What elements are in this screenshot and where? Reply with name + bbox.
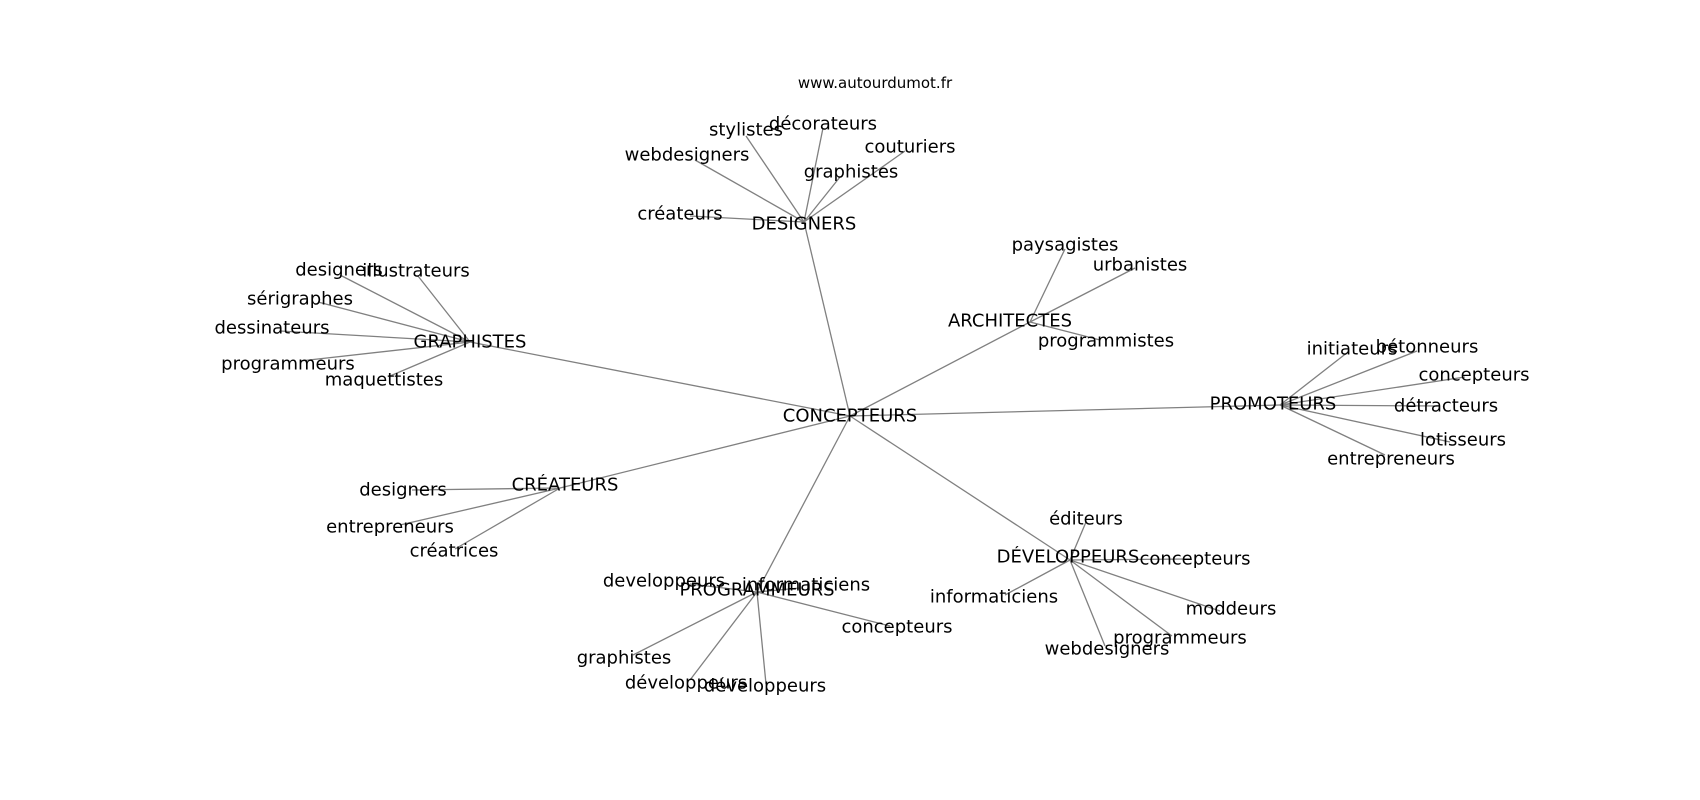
leaf-node-promoteurs-detracteurs[interactable]: détracteurs	[1394, 396, 1498, 417]
edge-programmeurs-developpeurs-1	[689, 583, 758, 593]
leaf-node-promoteurs-betonneurs[interactable]: bétonneurs	[1376, 337, 1479, 358]
edge-graphistes-designers	[339, 274, 471, 343]
leaf-node-createurs-designers[interactable]: designers	[359, 480, 447, 501]
leaf-node-developpeurs-moddeurs[interactable]: moddeurs	[1186, 599, 1277, 620]
leaf-node-graphistes-serigraphes[interactable]: sérigraphes	[247, 289, 353, 310]
edge-programmeurs-concepteurs	[756, 591, 891, 627]
leaf-node-developpeurs-webdesigners[interactable]: webdesigners	[1045, 639, 1170, 660]
edge-createurs-creatrices	[454, 487, 561, 550]
leaf-node-graphistes-programmeurs[interactable]: programmeurs	[221, 354, 355, 375]
cluster-node-designers[interactable]: DESIGNERS	[752, 214, 857, 235]
leaf-node-designers-createurs[interactable]: créateurs	[637, 204, 722, 225]
edge-promoteurs-detracteurs	[1279, 404, 1441, 407]
edge-graphistes-maquettistes	[389, 341, 471, 377]
edge-promoteurs-entrepreneurs	[1279, 404, 1386, 456]
leaf-node-programmeurs-developpeurs-3[interactable]: développeurs	[704, 676, 826, 697]
edge-center-architectes	[849, 321, 1031, 417]
edge-designers-decorateurs	[803, 127, 824, 223]
edge-designers-couturiers	[803, 150, 906, 223]
leaf-node-designers-graphistes[interactable]: graphistes	[804, 162, 899, 183]
site-watermark[interactable]: www.autourdumot.fr	[798, 74, 953, 92]
edge-designers-stylistes	[745, 135, 805, 223]
edge-graphistes-programmeurs	[299, 341, 471, 362]
leaf-node-graphistes-designers[interactable]: designers	[295, 260, 383, 281]
edge-programmeurs-developpeurs-3	[756, 591, 767, 685]
cluster-node-programmeurs[interactable]: PROGRAMMEURS	[679, 580, 834, 601]
edge-center-createurs	[559, 415, 851, 489]
edge-developpeurs-webdesigners	[1069, 559, 1106, 647]
leaf-node-graphistes-illustrateurs[interactable]: illustrateurs	[362, 261, 470, 282]
edge-graphistes-serigraphes	[317, 301, 471, 343]
edge-architectes-programmistes	[1029, 321, 1101, 341]
leaf-node-promoteurs-initiateurs[interactable]: initiateurs	[1307, 339, 1398, 360]
edge-promoteurs-betonneurs	[1279, 350, 1418, 406]
leaf-node-designers-decorateurs[interactable]: décorateurs	[769, 114, 877, 135]
edge-developpeurs-moddeurs	[1069, 559, 1221, 612]
graph-edges	[279, 127, 1466, 685]
edge-createurs-entrepreneurs	[399, 487, 561, 526]
edge-designers-createurs	[689, 215, 805, 223]
edge-developpeurs-editeurs	[1069, 521, 1087, 561]
cluster-node-developpeurs[interactable]: DÉVELOPPEURS	[997, 546, 1140, 568]
leaf-node-graphistes-maquettistes[interactable]: maquettistes	[325, 370, 443, 391]
edge-graphistes-dessinateurs	[279, 330, 471, 343]
graph-labels: www.autourdumot.fr CONCEPTEURS DESIGNERS…	[214, 74, 1529, 697]
edge-architectes-paysagistes	[1029, 248, 1066, 323]
edge-programmeurs-graphistes	[632, 591, 758, 656]
edge-designers-webdesigners	[694, 159, 805, 223]
leaf-node-architectes-paysagistes[interactable]: paysagistes	[1012, 235, 1119, 256]
edge-center-graphistes	[469, 341, 851, 417]
leaf-node-programmeurs-developpeurs-1[interactable]: developpeurs	[603, 571, 725, 592]
leaf-node-developpeurs-informaticiens[interactable]: informaticiens	[930, 587, 1058, 608]
leaf-node-promoteurs-concepteurs[interactable]: concepteurs	[1418, 365, 1529, 386]
edge-programmeurs-informaticiens	[756, 587, 801, 593]
leaf-node-programmeurs-graphistes[interactable]: graphistes	[577, 648, 672, 669]
leaf-node-createurs-entrepreneurs[interactable]: entrepreneurs	[326, 517, 454, 538]
edge-developpeurs-programmeurs	[1069, 559, 1173, 637]
edge-architectes-urbanistes	[1029, 267, 1136, 323]
center-node-label[interactable]: CONCEPTEURS	[783, 406, 917, 427]
edge-programmeurs-developpeurs-2	[689, 591, 758, 681]
leaf-node-promoteurs-entrepreneurs[interactable]: entrepreneurs	[1327, 449, 1455, 470]
leaf-node-designers-stylistes[interactable]: stylistes	[709, 120, 783, 141]
edge-graphistes-illustrateurs	[417, 275, 471, 343]
leaf-node-createurs-creatrices[interactable]: créatrices	[410, 541, 499, 562]
cluster-node-promoteurs[interactable]: PROMOTEURS	[1210, 394, 1337, 415]
cluster-node-graphistes[interactable]: GRAPHISTES	[414, 332, 527, 353]
edge-createurs-designers	[411, 487, 561, 491]
edge-center-developpeurs	[849, 415, 1071, 561]
leaf-node-promoteurs-lotisseurs[interactable]: lotisseurs	[1420, 430, 1506, 451]
edge-center-designers	[803, 221, 851, 417]
leaf-node-graphistes-dessinateurs[interactable]: dessinateurs	[214, 318, 329, 339]
edge-designers-graphistes	[803, 176, 841, 223]
leaf-node-developpeurs-editeurs[interactable]: éditeurs	[1049, 509, 1123, 530]
leaf-node-designers-couturiers[interactable]: couturiers	[864, 137, 955, 158]
leaf-node-developpeurs-programmeurs[interactable]: programmeurs	[1113, 628, 1247, 649]
leaf-node-programmeurs-informaticiens[interactable]: informaticiens	[742, 575, 870, 596]
edge-center-programmeurs	[756, 415, 851, 593]
edge-promoteurs-concepteurs	[1279, 376, 1466, 406]
leaf-node-architectes-programmistes[interactable]: programmistes	[1038, 331, 1174, 352]
edge-developpeurs-concepteurs	[1069, 558, 1191, 561]
cluster-node-createurs[interactable]: CRÉATEURS	[512, 474, 619, 496]
leaf-node-designers-webdesigners[interactable]: webdesigners	[625, 145, 750, 166]
edge-center-promoteurs	[849, 404, 1281, 417]
leaf-node-developpeurs-concepteurs[interactable]: concepteurs	[1139, 549, 1250, 570]
leaf-node-architectes-urbanistes[interactable]: urbanistes	[1093, 255, 1188, 276]
edge-developpeurs-informaticiens	[1004, 559, 1071, 596]
edge-promoteurs-initiateurs	[1279, 351, 1349, 406]
leaf-node-programmeurs-developpeurs-2[interactable]: développeurs	[625, 673, 747, 694]
leaf-node-programmeurs-concepteurs[interactable]: concepteurs	[841, 617, 952, 638]
edge-promoteurs-lotisseurs	[1279, 404, 1451, 443]
cluster-node-architectes[interactable]: ARCHITECTES	[948, 311, 1072, 332]
